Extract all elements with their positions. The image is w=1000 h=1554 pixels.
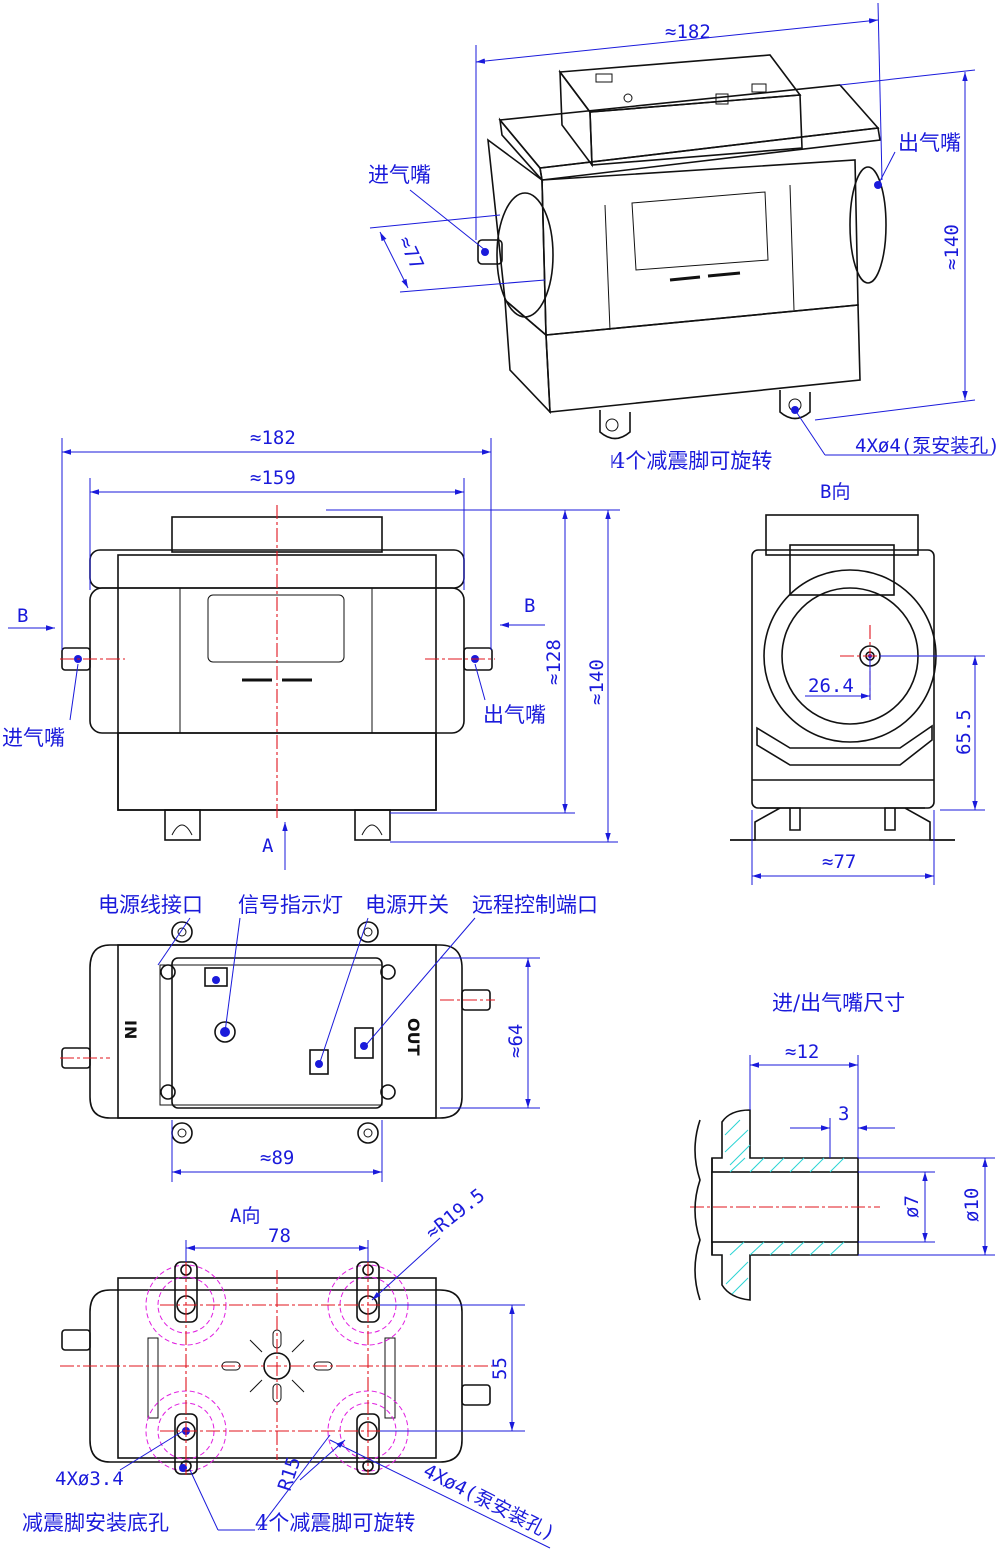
- a-dim-radius: ≈R19.5: [422, 1184, 490, 1244]
- a-label-hole-spec: 4Xø3.4: [55, 1468, 124, 1490]
- top-label-power-port: 电源线接口: [98, 893, 203, 917]
- top-label-signal-led: 信号指示灯: [238, 893, 343, 917]
- nozzle-dim-step: 3: [838, 1103, 849, 1125]
- a-label-feet: 4个减震脚可旋转: [255, 1511, 415, 1535]
- a-label-base-holes: 减震脚安装底孔: [22, 1511, 169, 1535]
- b-dim-radius-offset: 26.4: [808, 675, 854, 697]
- nozzle-section: [690, 1109, 880, 1301]
- a-view-title: A向: [230, 1205, 260, 1227]
- b-dim-center-height: 65.5: [953, 709, 975, 755]
- nozzle-view: 进/出气嘴尺寸 ≈12: [690, 991, 995, 1301]
- a-dim-spacing-y: 55: [489, 1357, 511, 1380]
- b-view-title: B向: [820, 481, 850, 503]
- a-dim-spacing-x: 78: [268, 1225, 291, 1247]
- iso-dim-height: ≈140: [941, 224, 963, 270]
- iso-label-outlet: 出气嘴: [898, 131, 961, 155]
- top-view: IN OUT 电源线接口 信号指示灯 电源开关 远程控制端口 ≈64 ≈89: [60, 893, 598, 1182]
- front-label-b-right: B: [524, 595, 535, 617]
- front-label-inlet: 进气嘴: [2, 726, 65, 750]
- front-dim-total-height: ≈140: [586, 659, 608, 705]
- top-dim-width: ≈89: [260, 1147, 294, 1169]
- a-view: A向: [22, 1184, 559, 1549]
- front-label-b-left: B: [17, 605, 28, 627]
- front-dim-total-width: ≈182: [250, 427, 296, 449]
- front-label-a: A: [262, 835, 274, 857]
- iso-body-front: [541, 159, 859, 336]
- top-label-power-switch: 电源开关: [365, 893, 449, 917]
- front-view: ≈182 ≈159 ≈128 ≈140 B B A 进气嘴 出气嘴: [2, 427, 620, 870]
- iso-label-holes: 4Xø4(泵安装孔): [855, 435, 1000, 457]
- top-label-remote-port: 远程控制端口: [472, 893, 598, 917]
- front-dim-body-height: ≈128: [543, 639, 565, 685]
- top-text-in: IN: [121, 1020, 140, 1039]
- b-dim-width: ≈77: [822, 851, 856, 873]
- b-view: B向 26.4 65.5 ≈77: [730, 481, 985, 885]
- front-dim-body-width: ≈159: [250, 467, 296, 489]
- iso-dim-depth: ≈77: [393, 233, 427, 273]
- a-label-pump-holes: 4Xø4(泵安装孔): [420, 1460, 559, 1545]
- front-label-outlet: 出气嘴: [483, 703, 546, 727]
- iso-label-inlet: 进气嘴: [368, 163, 431, 187]
- nozzle-dim-length: ≈12: [785, 1041, 819, 1063]
- nozzle-dim-inner: ø7: [901, 1195, 923, 1218]
- top-dim-height: ≈64: [505, 1024, 527, 1058]
- iso-view: ≈182 ≈140 ≈77 进气嘴 出气嘴 4个减震脚可旋转 4Xø4(泵安装孔…: [368, 2, 1000, 473]
- nozzle-dim-outer: ø10: [961, 1188, 983, 1222]
- nozzle-title: 进/出气嘴尺寸: [772, 991, 905, 1015]
- iso-dim-width: ≈182: [665, 21, 711, 43]
- iso-label-feet: 4个减震脚可旋转: [612, 449, 772, 473]
- top-text-out: OUT: [404, 1018, 423, 1056]
